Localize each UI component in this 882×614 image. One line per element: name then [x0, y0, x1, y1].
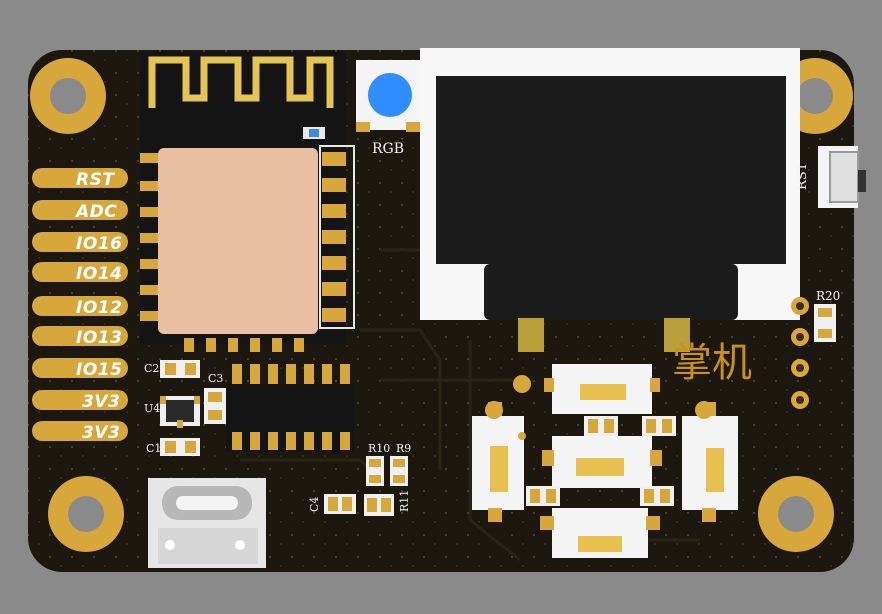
c4-designator: C4: [308, 497, 321, 512]
capacitor-c4: [324, 494, 356, 514]
rgb-led: [356, 60, 420, 132]
button-resistors: [526, 416, 676, 506]
c1-designator: C1: [146, 442, 161, 455]
button-left: [472, 402, 524, 522]
pin-label-io15: IO15: [76, 360, 122, 380]
resistor-r10: [366, 456, 384, 486]
edge-header-pads: [32, 168, 128, 441]
vias: [485, 375, 713, 440]
pin-label-io13: IO13: [76, 328, 122, 348]
r9-designator: R9: [396, 442, 411, 455]
pin-label-3v3-a: 3V3: [82, 392, 120, 412]
rst-designator: RST: [795, 162, 810, 190]
capacitor-c3: [204, 388, 226, 424]
antenna-trace: [148, 56, 334, 108]
module-shield: [158, 148, 318, 334]
resistor-r11: [364, 494, 394, 516]
module-pad-outline: [319, 145, 355, 329]
usb-serial-ic: [226, 364, 354, 452]
reset-switch: [818, 146, 866, 208]
r10-designator: R10: [368, 442, 390, 455]
pin-label-io12: IO12: [76, 298, 122, 318]
pin-label-3v3-b: 3V3: [82, 423, 120, 443]
usb-c-connector: [148, 478, 266, 568]
oled-screen: [436, 76, 786, 264]
button-center: [542, 436, 662, 488]
regulator-u4: [160, 396, 200, 428]
board-title-text: 掌机: [672, 340, 752, 386]
rgb-designator: RGB: [372, 141, 404, 157]
mounting-hole-bottom-left: [48, 476, 124, 552]
pin-label-io16: IO16: [76, 234, 122, 254]
side-header-pads: [791, 297, 809, 409]
r20-designator: R20: [816, 289, 840, 303]
c2-designator: C2: [144, 362, 159, 375]
capacitor-c2: [160, 360, 200, 378]
pin-label-adc: ADC: [74, 202, 117, 222]
mounting-hole-top-left: [30, 58, 106, 134]
pin-label-rst: RST: [76, 170, 115, 190]
c3-designator: C3: [208, 372, 223, 385]
resistor-r9: [390, 456, 408, 486]
oled-display: [420, 48, 800, 352]
pin-label-io14: IO14: [76, 264, 122, 284]
button-right: [682, 402, 738, 522]
mounting-hole-bottom-right: [758, 476, 834, 552]
resistor-r20: [814, 304, 836, 342]
capacitor-c1: [160, 438, 200, 456]
button-up: [544, 364, 660, 414]
button-down: [540, 508, 660, 558]
pin-labels: RST ADC IO16 IO14 IO12 IO13 IO15 3V3 3V3: [74, 170, 122, 443]
u4-designator: U4: [144, 402, 160, 415]
esp-wifi-module: [140, 52, 346, 352]
r11-designator: R11: [398, 490, 411, 512]
